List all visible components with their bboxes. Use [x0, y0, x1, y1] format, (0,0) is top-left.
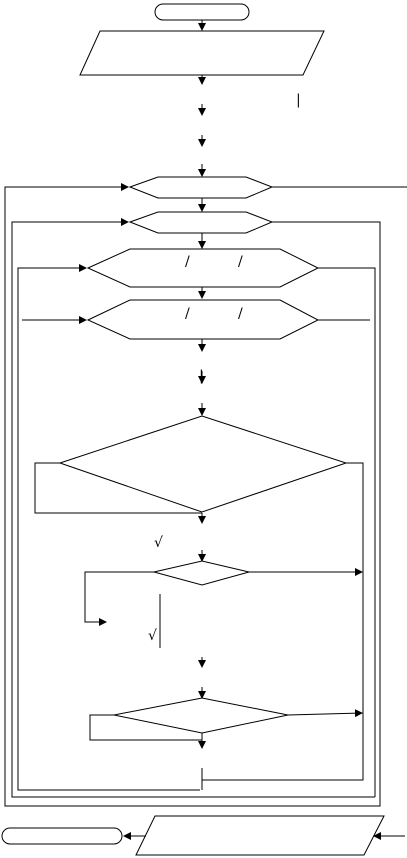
glyph-slash-2: / — [238, 254, 243, 270]
decision-second-loop — [128, 211, 274, 234]
branch-right-bottom — [287, 709, 363, 718]
loop-back-outer — [4, 183, 200, 807]
input-parallelogram — [79, 30, 325, 76]
glyph-bar-1: | — [296, 92, 301, 108]
branch-right-large — [202, 462, 364, 781]
exit-line-decision-3 — [318, 267, 376, 797]
glyph-sqrt-1: √ — [154, 535, 163, 551]
loop-back-second — [11, 218, 375, 798]
glyph-bar-2: | — [199, 368, 204, 384]
decision-third-loop — [86, 248, 320, 288]
branch-left-small — [84, 571, 154, 626]
exit-line-decision-2 — [200, 221, 381, 807]
branch-left-bottom — [89, 714, 202, 741]
decision-small — [153, 560, 250, 586]
loop-back-third — [17, 264, 200, 791]
branch-left-large — [34, 462, 202, 514]
end-terminator — [1, 827, 123, 845]
output-parallelogram — [135, 815, 385, 856]
start-terminator — [154, 3, 250, 21]
glyph-slash-1: / — [185, 254, 190, 270]
glyph-slash-4: / — [238, 306, 243, 322]
decision-fourth-loop — [86, 299, 320, 340]
decision-outer-loop — [128, 176, 274, 199]
decision-bottom — [113, 697, 289, 734]
glyph-slash-3: / — [185, 306, 190, 322]
decision-large — [58, 415, 348, 513]
glyph-sqrt-2: √ — [148, 628, 157, 644]
